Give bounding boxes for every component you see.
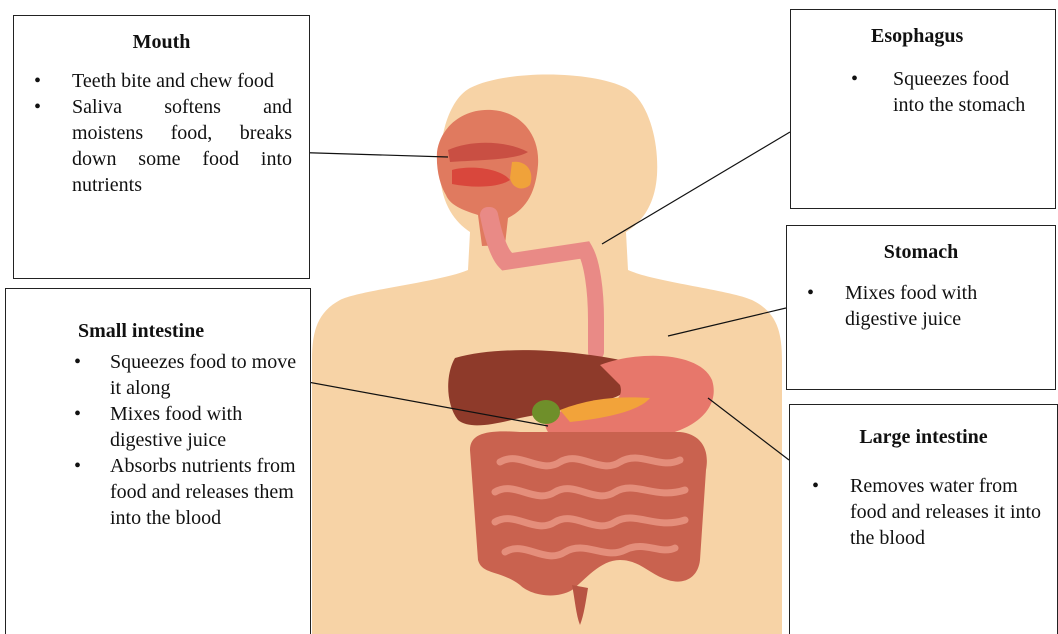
small-intestine-list: Squeezes food to move it along Mixes foo…: [110, 349, 310, 531]
esophagus-item-1: Squeezes food into the stomach: [893, 66, 1043, 118]
mouth-title: Mouth: [14, 30, 309, 54]
mouth-item-1: Teeth bite and chew food: [72, 68, 292, 94]
stomach-label-box: Stomach Mixes food with digestive juice: [786, 225, 1056, 390]
small-intestine-label-box: Small intestine Squeezes food to move it…: [5, 288, 311, 634]
stomach-title: Stomach: [787, 240, 1055, 264]
small-intestine-title: Small intestine: [6, 319, 310, 343]
esophagus-list: Squeezes food into the stomach: [893, 66, 1043, 118]
gallbladder: [532, 400, 560, 424]
stomach-list: Mixes food with digestive juice: [845, 280, 1045, 332]
mouth-label-box: Mouth Teeth bite and chew food Saliva so…: [13, 15, 310, 279]
small-intestine-item-1: Squeezes food to move it along: [110, 349, 310, 401]
small-intestine-item-2: Mixes food with digestive juice: [110, 401, 310, 453]
esophagus-label-box: Esophagus Squeezes food into the stomach: [790, 9, 1056, 209]
stomach-item-1: Mixes food with digestive juice: [845, 280, 1045, 332]
esophagus-title: Esophagus: [791, 24, 1055, 48]
large-intestine-item-1: Removes water from food and releases it …: [850, 473, 1050, 551]
large-intestine-title: Large intestine: [790, 425, 1057, 449]
mouth-list: Teeth bite and chew food Saliva softens …: [72, 68, 292, 198]
large-intestine-label-box: Large intestine Removes water from food …: [789, 404, 1058, 634]
small-intestine-item-3: Absorbs nutrients from food and releases…: [110, 453, 310, 531]
large-intestine-list: Removes water from food and releases it …: [850, 473, 1050, 551]
mouth-item-2: Saliva softens and moistens food, breaks…: [72, 94, 292, 198]
